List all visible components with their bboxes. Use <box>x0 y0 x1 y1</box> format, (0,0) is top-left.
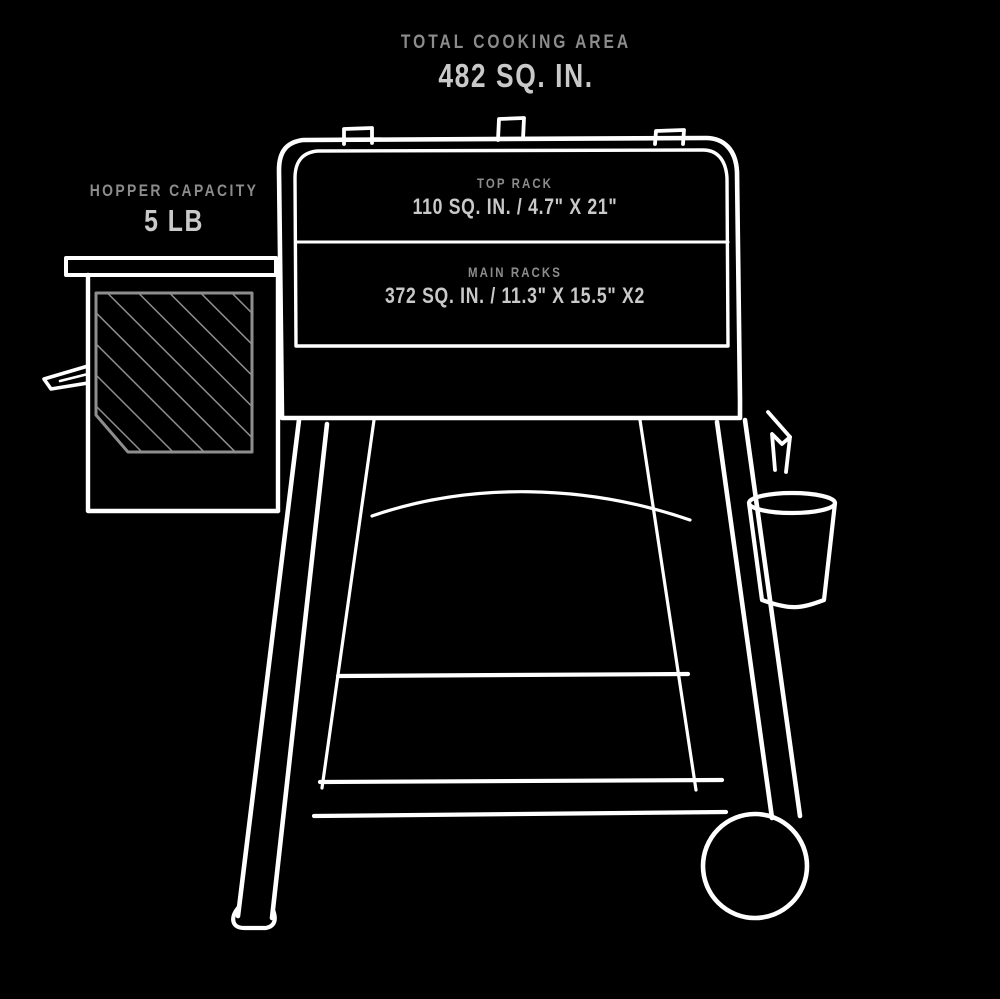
main-racks-value: 372 SQ. IN. / 11.3" x 15.5" x2 <box>385 283 645 308</box>
grease-bucket <box>746 490 838 610</box>
hopper-capacity-value: 5 LB <box>144 203 204 238</box>
hopper-side-handle <box>42 364 90 391</box>
hopper-hatch-panel <box>94 291 254 454</box>
leg-foot-cap <box>231 905 277 931</box>
total-cooking-area-value: 482 SQ. IN. <box>438 57 594 94</box>
hopper-capacity-label: HOPPER CAPACITY <box>89 181 259 200</box>
grease-chute <box>766 410 792 474</box>
barrel-lid <box>293 148 730 348</box>
front-left-leg <box>231 417 330 931</box>
wheel <box>700 811 810 921</box>
hopper-top-shelf <box>64 256 278 277</box>
rear-axle-arc <box>370 490 692 522</box>
callout-hopper-capacity: HOPPER CAPACITY 5 LB <box>24 182 324 236</box>
top-rack-label: TOP RACK <box>476 175 554 191</box>
bottom-bar-upper <box>317 777 725 785</box>
lower-shelf-bar <box>335 671 691 679</box>
hopper-box <box>85 272 281 514</box>
barrel-body <box>276 135 743 421</box>
rear-right-leg <box>638 418 698 792</box>
front-right-leg <box>714 417 803 821</box>
callout-total-cooking-area: TOTAL COOKING AREA 482 SQ. IN. <box>316 33 716 92</box>
top-rack-value: 110 SQ. IN. / 4.7" x 21" <box>412 194 618 219</box>
rear-left-leg <box>320 418 376 790</box>
bottom-bar-lower <box>311 809 729 819</box>
main-racks-label: MAIN RACKS <box>467 264 563 280</box>
total-cooking-area-label: TOTAL COOKING AREA <box>400 32 632 53</box>
callout-top-rack: TOP RACK 110 SQ. IN. / 4.7" x 21" <box>320 176 710 218</box>
callout-main-racks: MAIN RACKS 372 SQ. IN. / 11.3" x 15.5" x… <box>300 265 730 307</box>
